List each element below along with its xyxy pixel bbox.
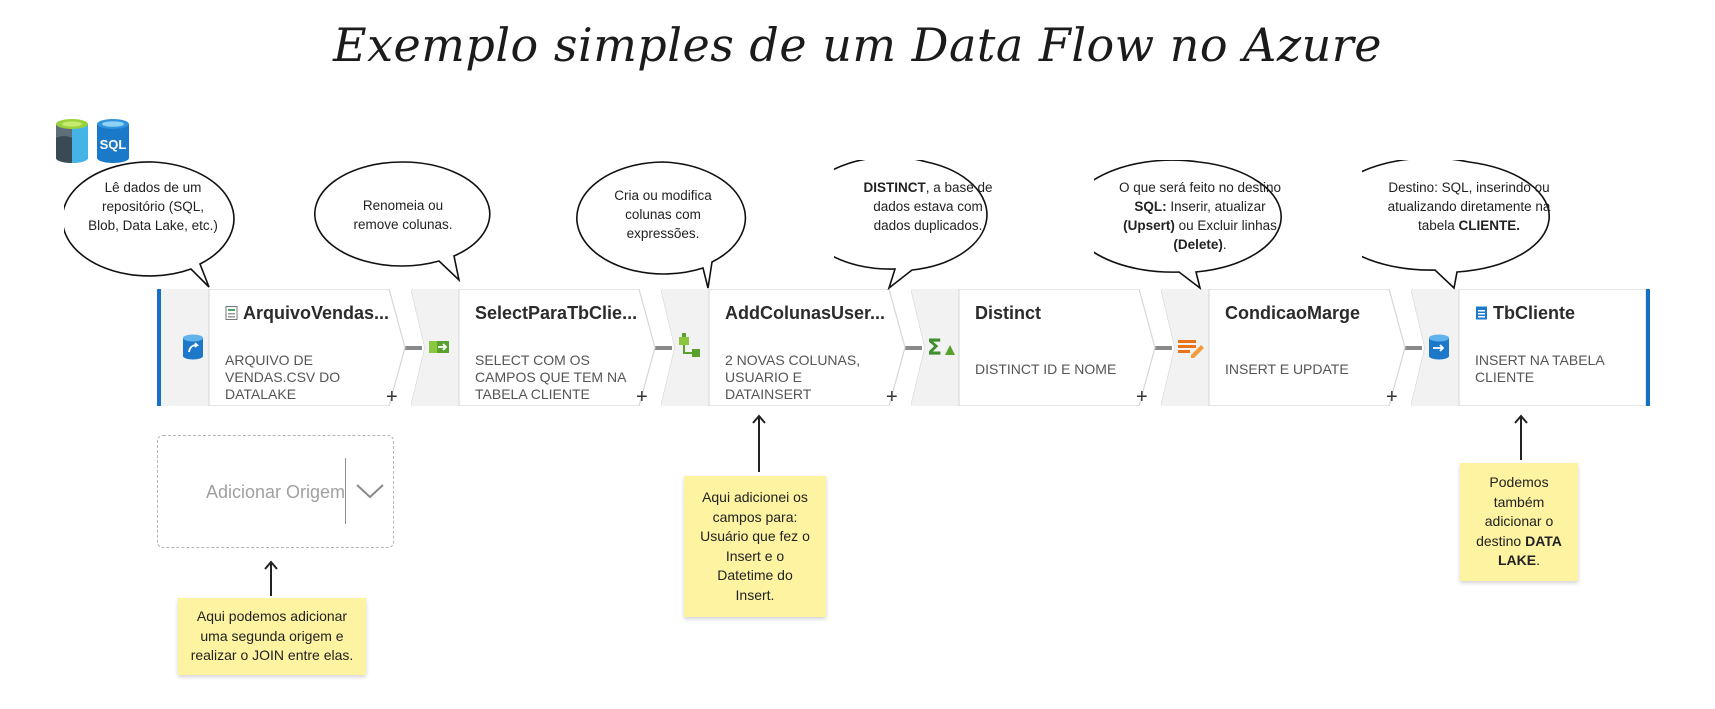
- flow-right-edge: [1646, 289, 1650, 406]
- node-title: TbCliente: [1493, 303, 1576, 323]
- node-title: Distinct: [975, 303, 1042, 323]
- add-transform-button[interactable]: +: [1386, 386, 1398, 408]
- bubble-text: Cria ou modifica colunas com expressões.: [614, 188, 712, 241]
- data-lake-icon: [56, 119, 88, 163]
- select-icon: [429, 341, 449, 353]
- node-description: DISTINCT ID E NOME: [975, 361, 1117, 377]
- flow-node-distinct[interactable]: Σ Distinct DISTINCT ID E NOME: [911, 289, 1156, 406]
- connector: [900, 346, 922, 350]
- logos: SQL: [54, 118, 134, 168]
- flow-node-sink[interactable]: TbCliente INSERT NA TABELA CLIENTE: [1411, 289, 1646, 406]
- add-transform-button[interactable]: +: [636, 386, 648, 408]
- derived-column-icon: [679, 333, 700, 357]
- node-title: ArquivoVendas...: [243, 303, 390, 323]
- csv-file-icon: [225, 306, 238, 320]
- aggregate-icon: Σ: [927, 336, 955, 361]
- flow-node-derived-column[interactable]: AddColunasUser... 2 NOVAS COLUNAS, USUAR…: [661, 289, 906, 406]
- speech-bubble: Destino: SQL, inserindo ou atualizando d…: [1362, 160, 1576, 290]
- bubble-text: DISTINCT, a base de dados estava com dad…: [863, 180, 993, 233]
- node-title: AddColunasUser...: [725, 303, 886, 323]
- add-transform-button[interactable]: +: [886, 386, 898, 408]
- svg-text:Σ: Σ: [927, 336, 942, 361]
- speech-bubble: DISTINCT, a base de dados estava com dad…: [834, 160, 1020, 290]
- bubble-text: Lê dados de um repositório (SQL, Blob, D…: [88, 180, 218, 233]
- source-icon: [183, 334, 203, 360]
- arrow-up-icon: [264, 560, 278, 596]
- speech-bubble: O que será feito no destino SQL: Inserir…: [1094, 160, 1304, 290]
- speech-bubble: Lê dados de um repositório (SQL, Blob, D…: [64, 160, 242, 290]
- sink-icon: [1429, 334, 1449, 360]
- flow-left-edge: [157, 289, 161, 406]
- sticky-note: Aqui adicionei os campos para: Usuário q…: [684, 476, 826, 617]
- sticky-note: Aqui podemos adicionar uma segunda orige…: [178, 598, 366, 675]
- arrow-up-icon: [1514, 414, 1528, 460]
- connector: [400, 346, 422, 350]
- flow-node-alter-row[interactable]: CondicaoMarge INSERT E UPDATE: [1161, 289, 1406, 406]
- bubble-text: Renomeia ou remove colunas.: [353, 198, 453, 232]
- connector: [1150, 346, 1172, 350]
- add-transform-button[interactable]: +: [386, 386, 398, 408]
- add-source-label: Adicionar Origem: [206, 482, 346, 502]
- sql-table-icon: [1476, 306, 1487, 320]
- add-transform-button[interactable]: +: [1136, 386, 1148, 408]
- bubble-text: Destino: SQL, inserindo ou atualizando d…: [1387, 180, 1551, 233]
- node-description: INSERT NA TABELA CLIENTE: [1475, 352, 1604, 385]
- divider: [345, 458, 346, 524]
- node-title: CondicaoMarge: [1225, 303, 1361, 323]
- sql-database-icon: SQL: [97, 119, 129, 163]
- node-description: INSERT E UPDATE: [1225, 361, 1349, 377]
- alter-row-icon: [1178, 340, 1204, 358]
- add-source-button[interactable]: Adicionar Origem: [157, 435, 394, 548]
- sticky-note: Podemos também adicionar o destino DATA …: [1460, 463, 1578, 581]
- node-description: 2 NOVAS COLUNAS, USUARIO E DATAINSERT: [725, 352, 861, 402]
- flow-node-source[interactable]: ArquivoVendas... ARQUIVO DE VENDAS.CSV D…: [161, 289, 406, 406]
- node-description: ARQUIVO DE VENDAS.CSV DO DATALAKE: [225, 352, 341, 402]
- diagram-title: Exemplo simples de um Data Flow no Azure: [333, 18, 1382, 72]
- sql-logo-label: SQL: [100, 137, 127, 152]
- bubble-text: O que será feito no destino SQL: Inserir…: [1118, 180, 1282, 252]
- flow-node-select[interactable]: SelectParaTbClie... SELECT COM OS CAMPOS…: [411, 289, 656, 406]
- speech-bubble: Renomeia ou remove colunas.: [314, 160, 492, 282]
- connector: [650, 346, 672, 350]
- connector: [1400, 346, 1422, 350]
- chevron-down-icon[interactable]: [355, 482, 385, 500]
- node-description: SELECT COM OS CAMPOS QUE TEM NA TABELA C…: [475, 352, 626, 402]
- arrow-up-icon: [752, 414, 766, 472]
- node-title: SelectParaTbClie...: [475, 303, 638, 323]
- speech-bubble: Cria ou modifica colunas com expressões.: [574, 160, 752, 290]
